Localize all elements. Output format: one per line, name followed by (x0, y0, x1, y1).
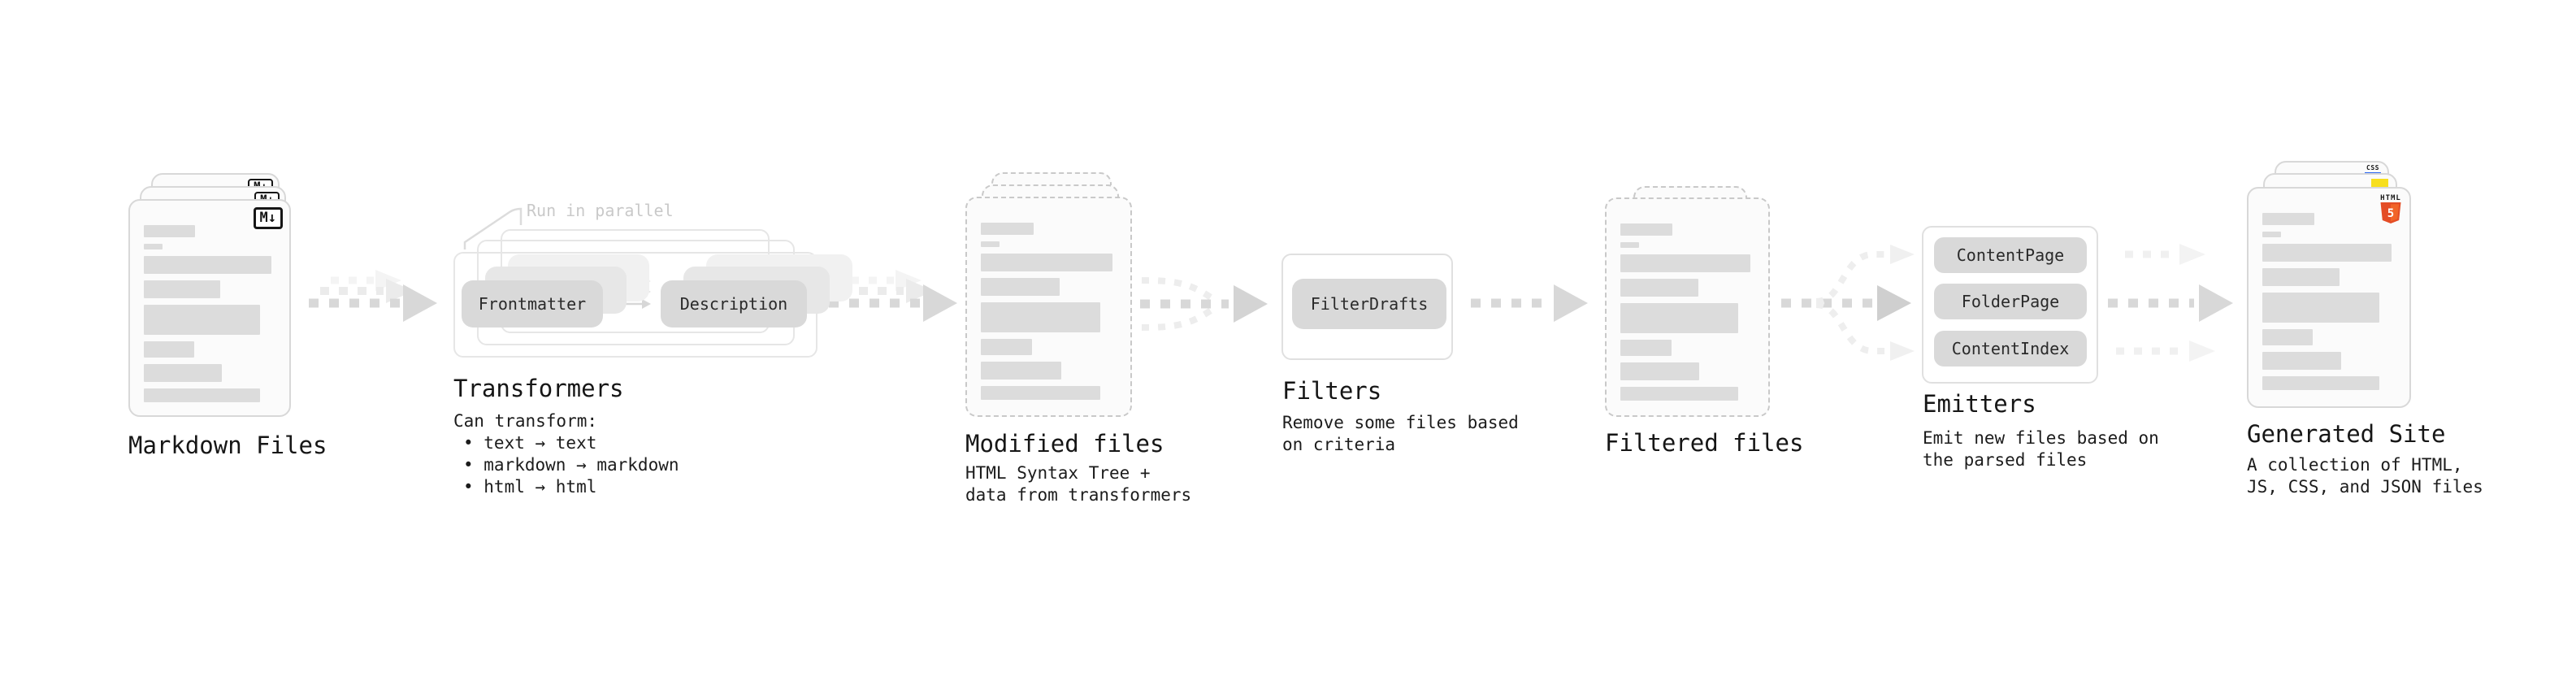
placeholder-bar (144, 256, 272, 274)
run-in-parallel-annotation: Run in parallel (527, 201, 674, 220)
placeholder-bar (2262, 376, 2380, 390)
placeholder-bar (1620, 387, 1739, 401)
stage-desc-emitters: Emit new files based on the parsed files (1923, 427, 2159, 471)
placeholder-bar (144, 388, 260, 402)
chip-frontmatter: Frontmatter (462, 280, 603, 327)
placeholder-bar (981, 223, 1034, 235)
placeholder-text-bars (144, 225, 275, 402)
placeholder-bar (2262, 244, 2392, 262)
html5-icon: HTML 5 (2379, 194, 2402, 227)
placeholder-bar (2262, 352, 2341, 370)
chip-contentindex: ContentIndex (1934, 331, 2087, 367)
stage-title-markdown-files: Markdown Files (128, 432, 327, 459)
html5-shield: 5 (2380, 202, 2401, 223)
placeholder-bar (144, 341, 194, 358)
stage-title-emitters: Emitters (1923, 390, 2036, 418)
stage-title-filters: Filters (1282, 377, 1382, 405)
file-card-front (1605, 197, 1770, 417)
arrow-emitters-to-generated (2108, 244, 2233, 362)
arrow-filtered-to-emitters (1781, 245, 1915, 361)
desc-line: on criteria (1282, 435, 1396, 454)
file-card-front (965, 197, 1132, 417)
placeholder-bar (1620, 242, 1640, 248)
desc-bullet: • markdown → markdown (463, 455, 679, 475)
desc-line: HTML Syntax Tree + (965, 463, 1151, 483)
placeholder-bar (981, 254, 1112, 271)
chip-contentpage: ContentPage (1934, 237, 2087, 273)
placeholder-text-bars (981, 223, 1117, 400)
file-card-front: HTML 5 (2247, 187, 2411, 408)
arrow-markdown-to-transformers (309, 270, 437, 322)
placeholder-bar (144, 305, 260, 335)
placeholder-bar (144, 225, 196, 237)
html5-word: HTML (2380, 194, 2401, 202)
chip-description: Description (661, 280, 807, 327)
arrow-transformers-to-modified (829, 270, 957, 322)
placeholder-bar (981, 339, 1033, 355)
chip-folderpage: FolderPage (1934, 284, 2087, 319)
markdown-icon: M↓ (253, 207, 283, 229)
placeholder-bar (1620, 254, 1751, 272)
placeholder-bar (144, 280, 220, 298)
stage-desc-generated-site: A collection of HTML, JS, CSS, and JSON … (2247, 454, 2483, 498)
placeholder-bar (1620, 303, 1739, 333)
desc-line: Remove some files based (1282, 413, 1519, 432)
placeholder-bar (144, 364, 222, 382)
css-label: CSS (2366, 164, 2379, 171)
placeholder-bar (981, 241, 1000, 247)
file-card-front: M↓ (128, 199, 291, 417)
desc-line: JS, CSS, and JSON files (2247, 477, 2483, 497)
desc-line: Can transform: (453, 411, 598, 431)
placeholder-text-bars (1620, 223, 1754, 401)
stage-title-transformers: Transformers (453, 375, 624, 402)
stage-title-generated-site: Generated Site (2247, 420, 2446, 448)
desc-bullet: • html → html (463, 477, 597, 497)
placeholder-bar (1620, 279, 1698, 297)
desc-line: Emit new files based on (1923, 428, 2159, 448)
placeholder-bar (1620, 340, 1672, 356)
placeholder-bar (981, 302, 1100, 332)
stage-desc-modified-files: HTML Syntax Tree + data from transformer… (965, 462, 1191, 506)
chip-filterdrafts: FilterDrafts (1292, 279, 1446, 329)
placeholder-bar (2262, 293, 2380, 323)
arrow-modified-to-filters (1140, 277, 1268, 331)
placeholder-bar (2262, 213, 2314, 225)
placeholder-bar (1620, 362, 1700, 380)
stage-title-filtered-files: Filtered files (1605, 429, 1804, 457)
stage-desc-transformers: Can transform: • text → text • markdown … (453, 410, 679, 498)
desc-bullet: • text → text (463, 433, 597, 453)
stage-title-modified-files: Modified files (965, 430, 1164, 458)
stage-desc-filters: Remove some files based on criteria (1282, 412, 1519, 456)
svg-text:5: 5 (2387, 207, 2394, 220)
placeholder-bar (1620, 223, 1673, 236)
desc-line: data from transformers (965, 485, 1192, 505)
placeholder-bar (2262, 232, 2281, 237)
annotation-leader-line (463, 207, 523, 249)
desc-line: the parsed files (1923, 450, 2088, 470)
placeholder-bar (981, 362, 1061, 380)
arrow-filters-to-filtered (1471, 284, 1588, 322)
desc-line: A collection of HTML, (2247, 455, 2463, 475)
placeholder-bar (2262, 329, 2314, 345)
placeholder-bar (144, 244, 163, 249)
placeholder-bar (2262, 268, 2340, 286)
placeholder-bar (981, 278, 1060, 296)
placeholder-bar (981, 386, 1100, 400)
placeholder-text-bars (2262, 213, 2396, 390)
